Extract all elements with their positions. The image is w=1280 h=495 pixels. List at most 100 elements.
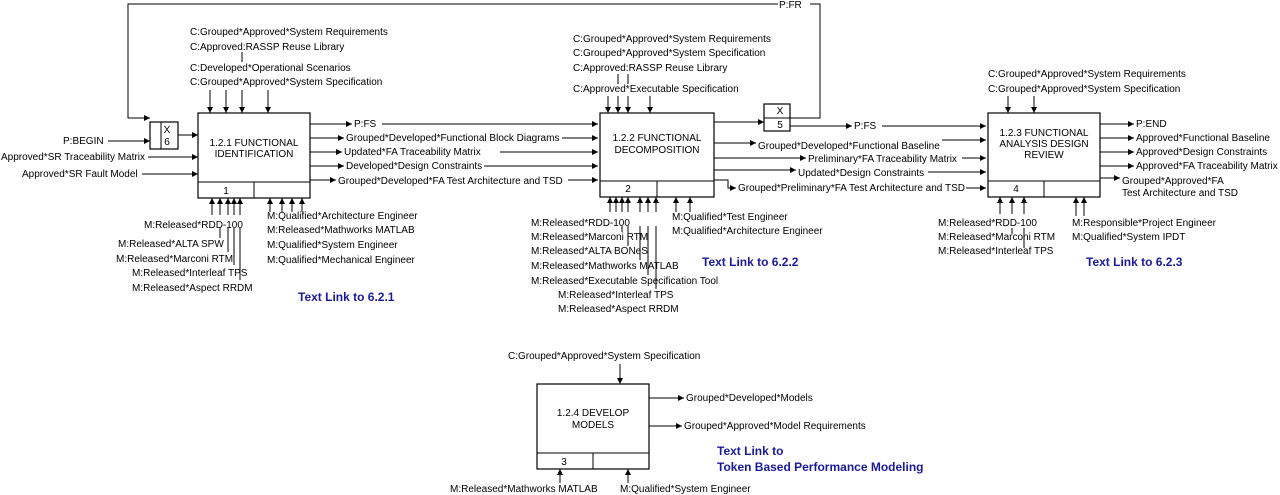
activity-1-2-1[interactable]: 1.2.1 FUNCTIONAL IDENTIFICATION 1 bbox=[197, 112, 311, 199]
text-link-6-2-3[interactable]: Text Link to 6.2.3 bbox=[1086, 255, 1183, 269]
a3-outputs: P:END Approved*Functional Baseline Appro… bbox=[1100, 119, 1278, 199]
control-label: C:Grouped*Approved*System Requirements bbox=[573, 34, 771, 45]
a1-controls: C:Grouped*Approved*System Requirements C… bbox=[190, 27, 388, 113]
output-label: Grouped*Preliminary*FA Test Architecture… bbox=[738, 183, 965, 194]
activity-title-line: MODELS bbox=[572, 420, 615, 431]
mechanism-label: M:Released*Interleaf TPS bbox=[132, 268, 248, 279]
text-link-6-2-2[interactable]: Text Link to 6.2.2 bbox=[702, 255, 799, 269]
mechanism-label: M:Released*RDD-100 bbox=[938, 218, 1037, 229]
output-label: Grouped*Developed*FA Test Architecture a… bbox=[338, 176, 563, 187]
mechanism-label: M:Qualified*System IPDT bbox=[1072, 232, 1185, 243]
mechanism-label: M:Released*Mathworks MATLAB bbox=[267, 225, 415, 236]
input-label: Approved*SR Fault Model bbox=[22, 169, 138, 180]
mechanism-label: M:Qualified*Architecture Engineer bbox=[267, 211, 418, 222]
activity-1-2-2[interactable]: 1.2.2 FUNCTIONAL DECOMPOSITION 2 bbox=[599, 112, 715, 198]
mechanism-label: M:Qualified*Architecture Engineer bbox=[672, 226, 823, 237]
a1-outputs: P:FS Grouped*Developed*Functional Block … bbox=[310, 119, 598, 187]
link-line[interactable]: Token Based Performance Modeling bbox=[717, 460, 924, 474]
control-label: C:Grouped*Approved*System Requirements bbox=[190, 27, 388, 38]
mechanism-label: M:Released*ALTA BONeS bbox=[531, 246, 648, 257]
activity-title-line: ANALYSIS DESIGN bbox=[999, 139, 1088, 150]
mechanism-label: M:Released*Aspect RRDM bbox=[558, 304, 679, 315]
output-label: Grouped*Approved*Model Requirements bbox=[684, 421, 866, 432]
junction-x5: X 5 bbox=[763, 103, 791, 132]
mechanism-label: M:Released*Interleaf TPS bbox=[558, 290, 674, 301]
mechanism-label: M:Released*Aspect RRDM bbox=[132, 283, 253, 294]
junction-op: X bbox=[164, 125, 171, 136]
activity-number: 4 bbox=[1013, 184, 1019, 195]
output-label: Updated*FA Traceability Matrix bbox=[344, 147, 481, 158]
mechanism-label: M:Released*Executable Specification Tool bbox=[531, 276, 718, 287]
control-label: C:Approved:RASSP Reuse Library bbox=[190, 42, 344, 53]
control-label: C:Grouped*Approved*System Specification bbox=[508, 351, 700, 362]
activity-number: 2 bbox=[625, 184, 631, 195]
output-label: P:FS bbox=[354, 119, 377, 130]
output-label: Approved*Design Constraints bbox=[1136, 147, 1267, 158]
output-label: P:END bbox=[1136, 119, 1167, 130]
mechanism-label: M:Responsible*Project Engineer bbox=[1072, 218, 1217, 229]
a2-mechanisms: M:Released*RDD-100 M:Released*Marconi RT… bbox=[531, 197, 823, 315]
output-label: Grouped*Developed*Functional Baseline bbox=[758, 141, 940, 152]
control-label: C:Grouped*Approved*System Specification bbox=[988, 84, 1180, 95]
input-label: P:BEGIN bbox=[63, 136, 104, 147]
mechanism-label: M:Released*Marconi RTM bbox=[938, 232, 1055, 243]
control-label: C:Approved:RASSP Reuse Library bbox=[573, 63, 727, 74]
output-label: Approved*Functional Baseline bbox=[1136, 133, 1270, 144]
input-label: Approved*SR Traceability Matrix bbox=[1, 152, 145, 163]
mechanism-label: M:Qualified*Test Engineer bbox=[672, 212, 788, 223]
control-label: C:Grouped*Approved*System Specification bbox=[573, 48, 765, 59]
text-link-token-based-performance-modeling[interactable]: Text Link to Token Based Performance Mod… bbox=[717, 444, 924, 474]
output-label: Preliminary*FA Traceability Matrix bbox=[808, 154, 957, 165]
output-label: Grouped*Approved*FA bbox=[1122, 176, 1224, 187]
a1-mechanisms: M:Released*RDD-100 M:Released*ALTA SPW M… bbox=[116, 198, 418, 294]
activity-title-line: REVIEW bbox=[1024, 150, 1064, 161]
a3-controls: C:Grouped*Approved*System Requirements C… bbox=[988, 69, 1186, 113]
output-label: Updated*Design Constraints bbox=[798, 168, 924, 179]
link-line[interactable]: Text Link to bbox=[717, 444, 783, 458]
output-label: Grouped*Developed*Functional Block Diagr… bbox=[346, 133, 559, 144]
activity-title-line: DECOMPOSITION bbox=[614, 145, 699, 156]
junction-x6: X 6 bbox=[149, 121, 179, 150]
a2-controls: C:Grouped*Approved*System Requirements C… bbox=[573, 34, 771, 113]
feedback-label: P:FR bbox=[779, 0, 802, 11]
activity-title-line: 1.2.3 FUNCTIONAL bbox=[1000, 128, 1089, 139]
text-link-6-2-1[interactable]: Text Link to 6.2.1 bbox=[298, 290, 395, 304]
a4-connections: C:Grouped*Approved*System Specification … bbox=[450, 351, 866, 495]
mechanism-label: M:Released*RDD-100 bbox=[144, 220, 243, 231]
mechanism-label: M:Released*RDD-100 bbox=[531, 218, 630, 229]
activity-title-line: 1.2.4 DEVELOP bbox=[557, 408, 630, 419]
output-label: Developed*Design Constraints bbox=[346, 161, 482, 172]
control-label: C:Grouped*Approved*System Specification bbox=[190, 77, 382, 88]
feedback-loop: P:FR bbox=[127, 0, 821, 121]
a3-mechanisms: M:Released*RDD-100 M:Released*Marconi RT… bbox=[938, 197, 1217, 257]
output-label: P:FS bbox=[854, 121, 877, 132]
mechanism-label: M:Released*Mathworks MATLAB bbox=[531, 261, 679, 272]
output-label: Test Architecture and TSD bbox=[1122, 188, 1238, 199]
mechanism-label: M:Released*Interleaf TPS bbox=[938, 246, 1054, 257]
a2-outputs: X 5 P:FS Grouped*Developed*Functional Ba… bbox=[714, 103, 986, 194]
mechanism-label: M:Released*Mathworks MATLAB bbox=[450, 484, 598, 495]
activity-number: 1 bbox=[223, 186, 229, 197]
activity-1-2-4[interactable]: 1.2.4 DEVELOP MODELS 3 bbox=[536, 383, 650, 470]
activity-number: 3 bbox=[561, 457, 567, 468]
junction-num: 5 bbox=[777, 120, 783, 131]
mechanism-label: M:Released*ALTA SPW bbox=[118, 239, 224, 250]
activity-title-line: 1.2.1 FUNCTIONAL bbox=[210, 138, 299, 149]
junction-num: 6 bbox=[164, 137, 170, 148]
activity-title-line: IDENTIFICATION bbox=[215, 149, 294, 160]
output-label: Grouped*Developed*Models bbox=[686, 393, 813, 404]
activity-1-2-3[interactable]: 1.2.3 FUNCTIONAL ANALYSIS DESIGN REVIEW … bbox=[987, 112, 1101, 198]
control-label: C:Developed*Operational Scenarios bbox=[190, 63, 351, 74]
mechanism-label: M:Qualified*Mechanical Engineer bbox=[267, 255, 416, 266]
control-label: C:Grouped*Approved*System Requirements bbox=[988, 69, 1186, 80]
mechanism-label: M:Released*Marconi RTM bbox=[116, 254, 233, 265]
output-label: Approved*FA Traceability Matrix bbox=[1136, 161, 1278, 172]
mechanism-label: M:Released*Marconi RTM bbox=[531, 232, 648, 243]
mechanism-label: M:Qualified*System Engineer bbox=[620, 484, 751, 495]
control-label: C:Approved*Executable Specification bbox=[573, 84, 739, 95]
junction-op: X bbox=[777, 106, 784, 117]
mechanism-label: M:Qualified*System Engineer bbox=[267, 240, 398, 251]
activity-title-line: 1.2.2 FUNCTIONAL bbox=[613, 133, 702, 144]
a1-inputs: P:BEGIN Approved*SR Traceability Matrix … bbox=[1, 132, 198, 180]
